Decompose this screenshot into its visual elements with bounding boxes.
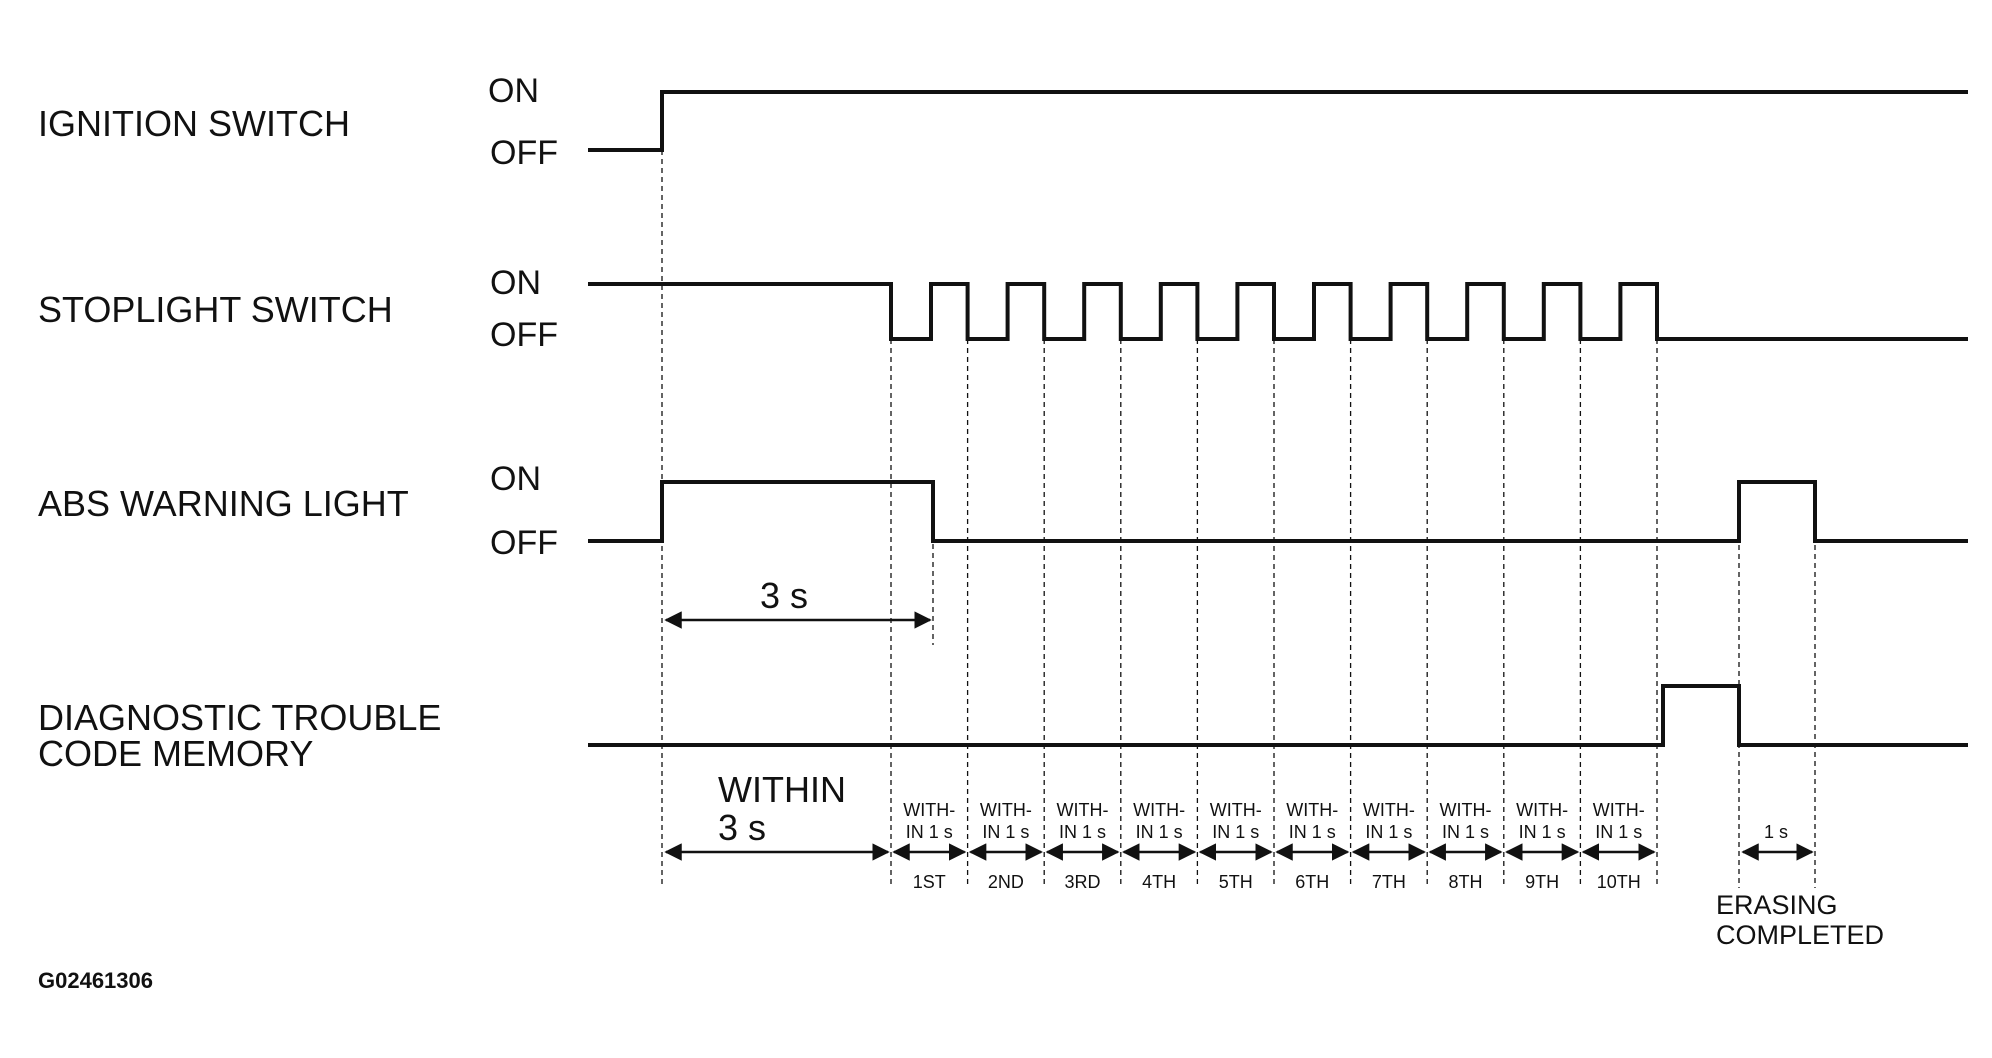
within-1s-label-line1: WITH-	[1440, 800, 1492, 820]
within-1s-label-line2: IN 1 s	[1519, 822, 1566, 842]
within-1s-label-line2: IN 1 s	[1442, 822, 1489, 842]
within-3s-label-line1: WITHIN	[718, 769, 846, 810]
abs-off-label: OFF	[490, 524, 558, 562]
within-1s-label-line2: IN 1 s	[906, 822, 953, 842]
press-count-label: 3RD	[1064, 872, 1100, 892]
within-1s-label-line1: WITH-	[903, 800, 955, 820]
within-1s-label-line2: IN 1 s	[1595, 822, 1642, 842]
dtc-memory-label-line1: DIAGNOSTIC TROUBLE	[38, 697, 441, 738]
within-1s-label-line1: WITH-	[1210, 800, 1262, 820]
within-1s-label-line1: WITH-	[1516, 800, 1568, 820]
abs-3s-label: 3 s	[760, 575, 808, 616]
guide-lines	[661, 150, 1816, 888]
within-1s-label-line1: WITH-	[1593, 800, 1645, 820]
figure-id: G02461306	[38, 968, 153, 993]
erasing-completed-line1: ERASING	[1716, 890, 1838, 920]
erasing-completed-line2: COMPLETED	[1716, 920, 1884, 950]
stoplight-switch-label: STOPLIGHT SWITCH	[38, 289, 393, 330]
dtc-memory-label-line2: CODE MEMORY	[38, 733, 313, 774]
ignition-switch-label: IGNITION SWITCH	[38, 103, 350, 144]
within-1s-label-line1: WITH-	[1057, 800, 1109, 820]
press-count-label: 5TH	[1219, 872, 1253, 892]
press-count-label: 8TH	[1448, 872, 1482, 892]
dtc-memory-wave	[588, 684, 1968, 747]
stoplight-on-label: ON	[490, 264, 541, 302]
within-1s-label-line2: IN 1 s	[1289, 822, 1336, 842]
within-1s-label-line1: WITH-	[980, 800, 1032, 820]
within-1s-label-line1: WITH-	[1286, 800, 1338, 820]
within-1s-label-line2: IN 1 s	[1136, 822, 1183, 842]
press-count-label: 6TH	[1295, 872, 1329, 892]
within-1s-label-line2: IN 1 s	[982, 822, 1029, 842]
abs-warning-light-wave	[588, 480, 1968, 543]
erase-1s-label: 1 s	[1764, 822, 1788, 842]
ignition-on-label: ON	[488, 72, 539, 110]
within-1s-label-line2: IN 1 s	[1365, 822, 1412, 842]
stoplight-off-label: OFF	[490, 316, 558, 354]
press-count-label: 1ST	[913, 872, 946, 892]
press-count-label: 2ND	[988, 872, 1024, 892]
ignition-switch-wave	[588, 90, 1968, 152]
press-count-label: 9TH	[1525, 872, 1559, 892]
within-1s-label-line2: IN 1 s	[1059, 822, 1106, 842]
within-1s-label-line1: WITH-	[1133, 800, 1185, 820]
press-count-label: 7TH	[1372, 872, 1406, 892]
press-count-label: 4TH	[1142, 872, 1176, 892]
press-count-label: 10TH	[1597, 872, 1641, 892]
ignition-off-label: OFF	[490, 134, 558, 172]
abs-on-label: ON	[490, 460, 541, 498]
stoplight-switch-wave	[588, 282, 1968, 341]
within-1s-label-line2: IN 1 s	[1212, 822, 1259, 842]
within-1s-label-line1: WITH-	[1363, 800, 1415, 820]
within-3s-label-line2: 3 s	[718, 807, 766, 848]
abs-warning-light-label: ABS WARNING LIGHT	[38, 483, 409, 524]
